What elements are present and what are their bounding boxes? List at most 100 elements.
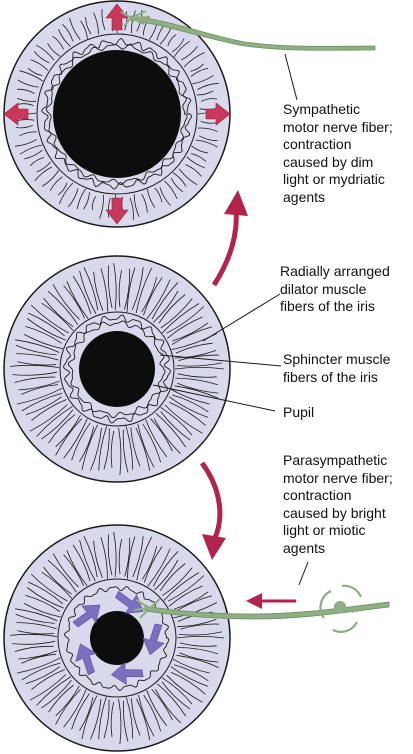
dilator-fiber [30, 304, 70, 334]
signal-direction-arrow [246, 593, 296, 609]
dilator-fiber [175, 342, 213, 354]
dilator-fiber [178, 354, 220, 361]
dilator-fiber [135, 267, 153, 314]
dilator-fiber [131, 267, 144, 311]
dilator-fiber [52, 35, 64, 50]
dilator-fiber [124, 268, 131, 310]
dilator-fiber [101, 9, 106, 30]
dilator-fiber [174, 366, 225, 370]
dilator-fiber [55, 418, 82, 456]
dilator-fiber [72, 544, 91, 582]
dilator-fiber [126, 267, 136, 312]
dilator-fiber [85, 16, 92, 35]
dilator-fiber [162, 303, 200, 334]
dilator-fiber [30, 59, 48, 71]
dilator-fiber [25, 666, 61, 685]
dilator-fiber [124, 11, 128, 31]
dilator-fiber [171, 38, 185, 53]
dilator-fiber [80, 20, 88, 39]
label-parasympathetic-nerve: Parasympathetic motor nerve fiber; contr… [283, 452, 393, 556]
leader-sphincter [159, 354, 282, 367]
dilator-fiber [103, 428, 110, 470]
label-sympathetic-nerve: Sympathetic motor nerve fiber; contracti… [283, 101, 393, 205]
dilator-fiber [110, 701, 115, 737]
dilator-fiber [24, 603, 61, 618]
dilator-fiber [136, 698, 151, 740]
dilator-fiber [63, 554, 84, 586]
dilator-fiber [153, 290, 179, 323]
dilator-fiber [34, 166, 52, 182]
dilator-fiber [43, 566, 72, 595]
dilator-fiber [172, 394, 209, 413]
dilator-fiber [142, 423, 162, 463]
dilator-fiber [41, 409, 74, 440]
dilator-fiber [161, 677, 193, 705]
dilator-fiber [160, 411, 191, 441]
dilator-fiber [123, 700, 129, 742]
dilator-fiber [169, 401, 206, 426]
dilator-fiber [161, 681, 191, 710]
leader-dilator [202, 293, 281, 342]
dilator-fiber [19, 144, 43, 155]
dilator-fiber [42, 170, 60, 187]
dilator-fiber [93, 271, 104, 311]
dilator-fiber [52, 284, 80, 320]
dilator-fiber [135, 427, 151, 471]
dilator-fiber [83, 536, 98, 578]
dilator-fiber [173, 664, 209, 682]
label-sphincter-muscle: Sphincter muscle fibers of the iris [283, 351, 391, 385]
dilator-fiber [79, 270, 97, 315]
dilator-fiber [21, 662, 61, 681]
dilator-fiber [200, 98, 217, 102]
dilator-fiber [166, 674, 203, 703]
pupil-top [53, 50, 181, 178]
dilator-fiber [100, 537, 108, 579]
leader-sympathetic [284, 53, 298, 101]
dilator-fiber [124, 537, 131, 577]
dilator-fiber [41, 302, 74, 332]
dilator-fiber [30, 573, 68, 602]
dilator-fiber [191, 153, 207, 162]
dilator-fiber [17, 97, 37, 102]
dilator-fiber [99, 194, 104, 219]
dilator-fiber [142, 546, 158, 580]
dilator-fiber [141, 194, 148, 213]
dilator-fiber [55, 415, 81, 448]
dilator-fiber [154, 187, 163, 203]
dilator-fibers-middle [9, 263, 225, 476]
dilator-fiber [21, 392, 63, 412]
dilator-fiber [15, 124, 33, 129]
pupil-bottom [90, 611, 144, 665]
ganglion-receptor-icon [319, 584, 363, 633]
dilator-fiber [177, 647, 218, 655]
dilator-fiber [153, 418, 181, 455]
dilator-fiber [15, 613, 55, 624]
dilator-fiber [143, 277, 163, 316]
dilator-fiber [173, 40, 191, 57]
dilator-fiber [167, 316, 203, 339]
dilator-fiber [100, 268, 109, 312]
dilator-fiber [125, 426, 134, 470]
dilator-fiber [118, 539, 122, 575]
dilator-fiber [147, 189, 156, 208]
dilator-fiber [113, 532, 117, 578]
dilator-fiber [29, 404, 68, 432]
dilator-fiber [103, 699, 110, 739]
dilator-fiber [47, 43, 61, 57]
dilator-fiber [63, 418, 88, 459]
dilator-fiber [200, 120, 217, 124]
dilator-fiber [18, 103, 34, 107]
dilator-fiber [160, 298, 193, 329]
dilator-fiber [16, 353, 59, 361]
dilator-fiber [36, 161, 51, 173]
dilator-fiber [186, 156, 205, 169]
dilator-fiber [151, 282, 179, 320]
constriction-arrows [72, 590, 165, 686]
dilator-fiber [71, 422, 91, 461]
dilator-fiber [9, 633, 58, 637]
dilator-fiber [36, 676, 72, 706]
dilator-fiber [154, 559, 179, 591]
sphincter-fibers-top [41, 37, 193, 190]
dilator-fiber [90, 698, 102, 740]
dilator-fiber [159, 187, 171, 206]
